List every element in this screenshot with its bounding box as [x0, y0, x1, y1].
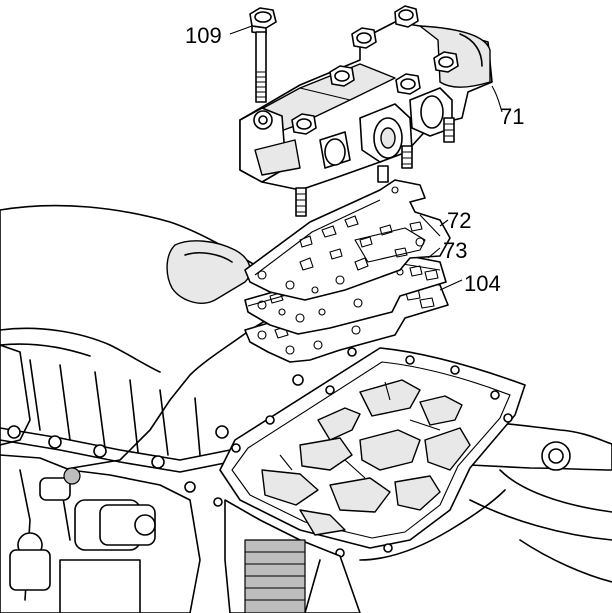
- transmission-case: [0, 204, 612, 613]
- callout-label-109: 109: [185, 23, 222, 48]
- valve-body-locator-pins: [295, 117, 455, 217]
- callout-label-73: 73: [443, 238, 467, 263]
- callout-label-71: 71: [500, 104, 524, 129]
- bolt-109: [249, 7, 277, 103]
- valve-body-bolt-heads: [253, 5, 459, 135]
- upper-gasket-72: [244, 179, 451, 301]
- callout-leaders: [229, 25, 503, 291]
- callout-label-104: 104: [464, 271, 501, 296]
- callout-label-72: 72: [447, 208, 471, 233]
- case-valve-body-surface: [184, 347, 526, 613]
- valve-body-71: [239, 5, 493, 217]
